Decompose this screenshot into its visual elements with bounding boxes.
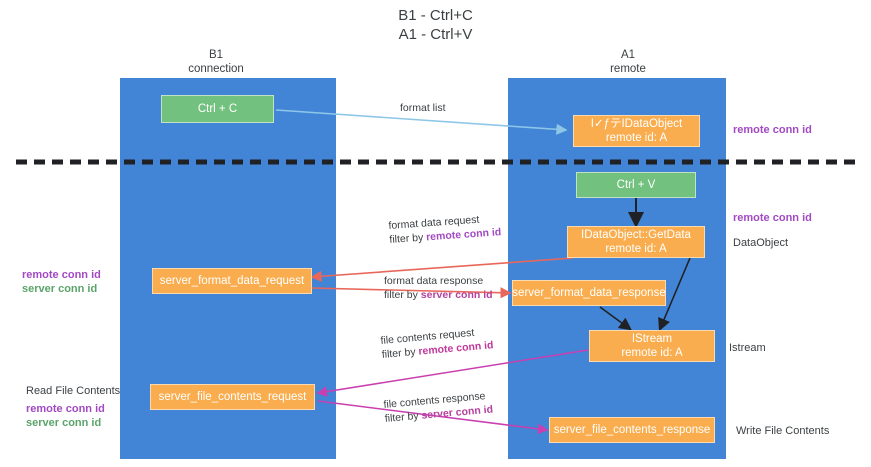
box-ctrl-v[interactable]: Ctrl + V [576,172,696,198]
edge-label-format-data-response-line2: filter by server conn id [384,289,493,301]
box-getdata-title: IDataObject::GetData [581,229,691,241]
note-istream: Istream [729,341,766,355]
note-bottom-server-conn-id: server conn id [26,417,102,429]
edge-label-file-contents-response: file contents response filter by server … [383,389,494,426]
note-remote-conn-id-mid: remote conn id [733,211,812,225]
note-bottom-conn-ids: remote conn id server conn id [26,402,105,430]
box-istream[interactable]: IStream remote id: A [589,330,715,362]
box-getdata-subtitle: remote id: A [605,243,667,255]
box-server-file-contents-response[interactable]: server_file_contents_response [549,417,715,443]
box-ctrl-c[interactable]: Ctrl + C [161,95,274,123]
box-server-format-data-response-label: server_format_data_response [512,287,666,299]
note-bottom-remote-conn-id: remote conn id [26,403,105,415]
box-server-file-contents-response-label: server_file_contents_response [553,424,711,436]
column-header-a1-role: remote [610,63,646,75]
box-server-file-contents-request[interactable]: server_file_contents_request [150,384,315,410]
box-server-format-data-request-label: server_format_data_request [159,275,305,287]
note-mid-conn-ids: remote conn id server conn id [22,268,101,296]
note-mid-remote-conn-id: remote conn id [22,269,101,281]
box-idataobject[interactable]: I✓ƒテIDataObject remote id: A [573,115,700,147]
edge-label-format-data-request: format data request filter by remote con… [388,211,502,247]
note-dataobject: DataObject [733,236,788,250]
column-header-b1: B1 connection [106,48,326,76]
edge-label-format-data-response-line1: format data response [384,275,484,287]
box-istream-title: IStream [631,333,673,345]
box-idataobject-title: I✓ƒテIDataObject [590,118,683,130]
note-istream-text: Istream [729,342,766,354]
note-write-file-contents-text: Write File Contents [736,425,830,437]
note-mid-server-conn-id: server conn id [22,283,98,295]
diagram-title: B1 - Ctrl+C A1 - Ctrl+V [0,6,871,44]
column-header-a1-name: A1 [620,49,636,61]
edge-label-format-data-response-tag: server conn id [420,289,493,301]
title-line-2: A1 - Ctrl+V [398,26,473,43]
note-read-file-contents: Read File Contents [26,384,120,398]
box-ctrl-v-label: Ctrl + V [616,179,656,191]
note-remote-conn-id-top: remote conn id [733,123,812,137]
note-remote-conn-id-top-text: remote conn id [733,124,812,136]
edge-label-format-list: format list [400,101,446,115]
box-getdata[interactable]: IDataObject::GetData remote id: A [567,226,705,258]
note-dataobject-text: DataObject [733,237,789,249]
box-istream-subtitle: remote id: A [621,347,683,359]
title-line-1: B1 - Ctrl+C [398,7,473,24]
box-server-file-contents-request-label: server_file_contents_request [158,391,307,403]
edge-label-format-data-response: format data response filter by server co… [384,274,493,302]
note-write-file-contents: Write File Contents [736,424,829,438]
column-header-a1: A1 remote [518,48,738,76]
note-remote-conn-id-mid-text: remote conn id [733,212,812,224]
column-header-b1-name: B1 [208,49,224,61]
edge-label-format-list-line1: format list [400,102,446,114]
edge-label-file-contents-request: file contents request filter by remote c… [380,324,494,362]
column-header-b1-role: connection [188,63,244,75]
box-server-format-data-response[interactable]: server_format_data_response [512,280,666,306]
box-server-format-data-request[interactable]: server_format_data_request [152,268,312,294]
box-idataobject-subtitle: remote id: A [605,132,668,144]
box-ctrl-c-label: Ctrl + C [197,103,238,115]
edge-label-format-data-request-tag: remote conn id [425,226,502,244]
note-read-file-contents-text: Read File Contents [26,385,121,397]
